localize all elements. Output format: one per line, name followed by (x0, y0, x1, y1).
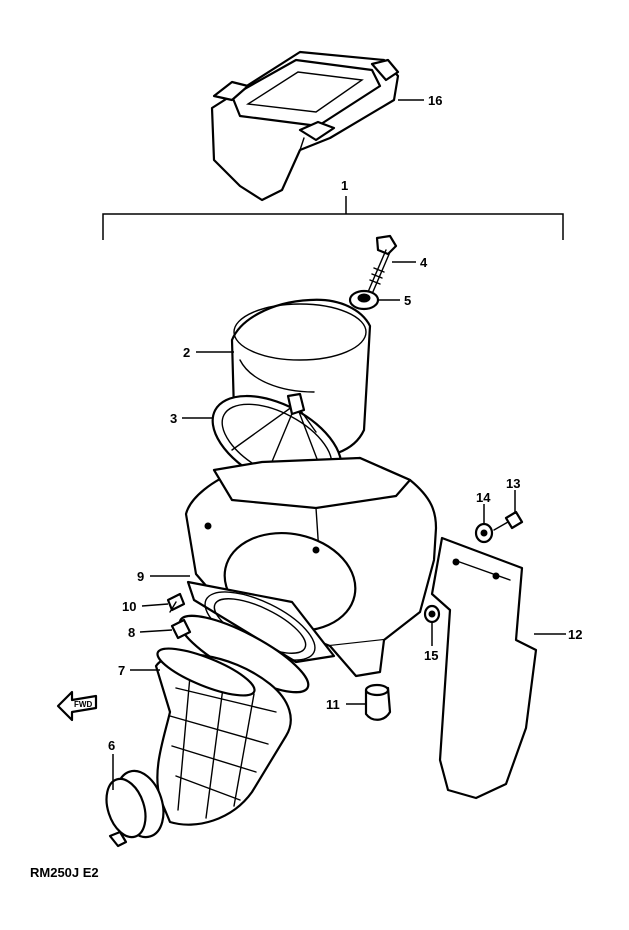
callout-8: 8 (128, 625, 135, 640)
part-9-flange-plate[interactable] (186, 578, 336, 674)
part-12-side-cover[interactable] (430, 536, 538, 800)
part-7-intake-boot[interactable] (153, 640, 292, 826)
callout-2: 2 (183, 345, 190, 360)
callout-4: 4 (420, 255, 428, 270)
leader-lines (112, 99, 566, 790)
model-code: RM250J E2 (30, 865, 99, 880)
callout-3: 3 (170, 411, 177, 426)
part-11-drain-plug[interactable] (364, 683, 392, 721)
part-15-grommet[interactable] (423, 604, 441, 624)
callout-11: 11 (326, 697, 340, 712)
part-10-bolt[interactable] (166, 592, 186, 613)
callout-13: 13 (506, 476, 520, 491)
part-16-air-box-cover[interactable] (210, 50, 400, 202)
part-13-screw[interactable] (493, 510, 524, 531)
part-4-wing-bolt[interactable] (367, 234, 398, 295)
part-6-clamp[interactable] (100, 765, 172, 848)
callout-6: 6 (108, 738, 115, 753)
callout-1: 1 (341, 178, 348, 193)
fwd-arrow-icon: FWD (56, 690, 98, 722)
callout-10: 10 (122, 599, 136, 614)
callout-labels: 1 2 3 4 5 6 7 8 9 10 11 12 13 14 15 16 (108, 93, 582, 753)
assembly-bracket-1 (102, 196, 564, 240)
fwd-label: FWD (74, 700, 92, 709)
part-5-washer[interactable] (348, 289, 380, 311)
callout-9: 9 (137, 569, 144, 584)
callout-12: 12 (568, 627, 582, 642)
callout-16: 16 (428, 93, 442, 108)
callout-7: 7 (118, 663, 125, 678)
callout-5: 5 (404, 293, 411, 308)
part-14-washer[interactable] (474, 522, 494, 544)
callout-15: 15 (424, 648, 438, 663)
callout-14: 14 (476, 490, 491, 505)
